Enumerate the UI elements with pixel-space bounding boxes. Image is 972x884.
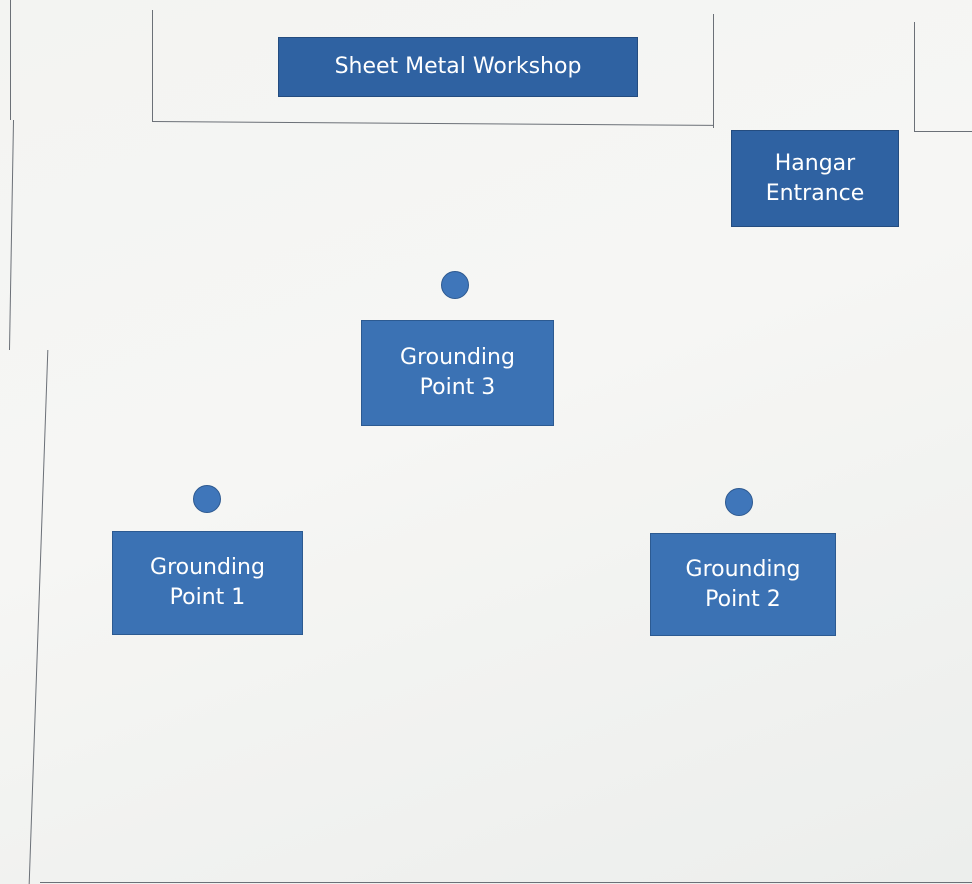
- adjacent-room-bottom-wall: [914, 131, 972, 132]
- grounding-point-1-label: Grounding Point 1: [150, 555, 265, 610]
- adjacent-room-left-wall: [914, 22, 915, 132]
- workshop-left-wall: [152, 10, 153, 122]
- hangar-entrance-box: Hangar Entrance: [731, 130, 899, 227]
- grounding-point-1-box: Grounding Point 1: [112, 531, 303, 635]
- left-wall-line: [10, 0, 11, 120]
- sheet-metal-workshop-label: Sheet Metal Workshop: [334, 54, 582, 80]
- hangar-entrance-label: Hangar Entrance: [765, 150, 865, 206]
- workshop-bottom-wall: [151, 121, 714, 126]
- grounding-point-2-label: Grounding Point 2: [685, 556, 801, 612]
- grounding-point-2-marker: [725, 488, 753, 516]
- grounding-point-2-box: Grounding Point 2: [650, 533, 836, 636]
- grounding-point-3-box: Grounding Point 3: [361, 320, 554, 426]
- grounding-point-3-marker: [441, 271, 469, 299]
- workshop-right-wall: [713, 14, 714, 128]
- left-wall-line-bottom: [28, 350, 49, 884]
- sheet-metal-workshop-box: Sheet Metal Workshop: [278, 37, 638, 97]
- floor-line: [40, 882, 972, 883]
- grounding-point-3-label: Grounding Point 3: [400, 345, 515, 400]
- left-wall-line-lower: [8, 120, 15, 350]
- grounding-point-1-marker: [193, 485, 221, 513]
